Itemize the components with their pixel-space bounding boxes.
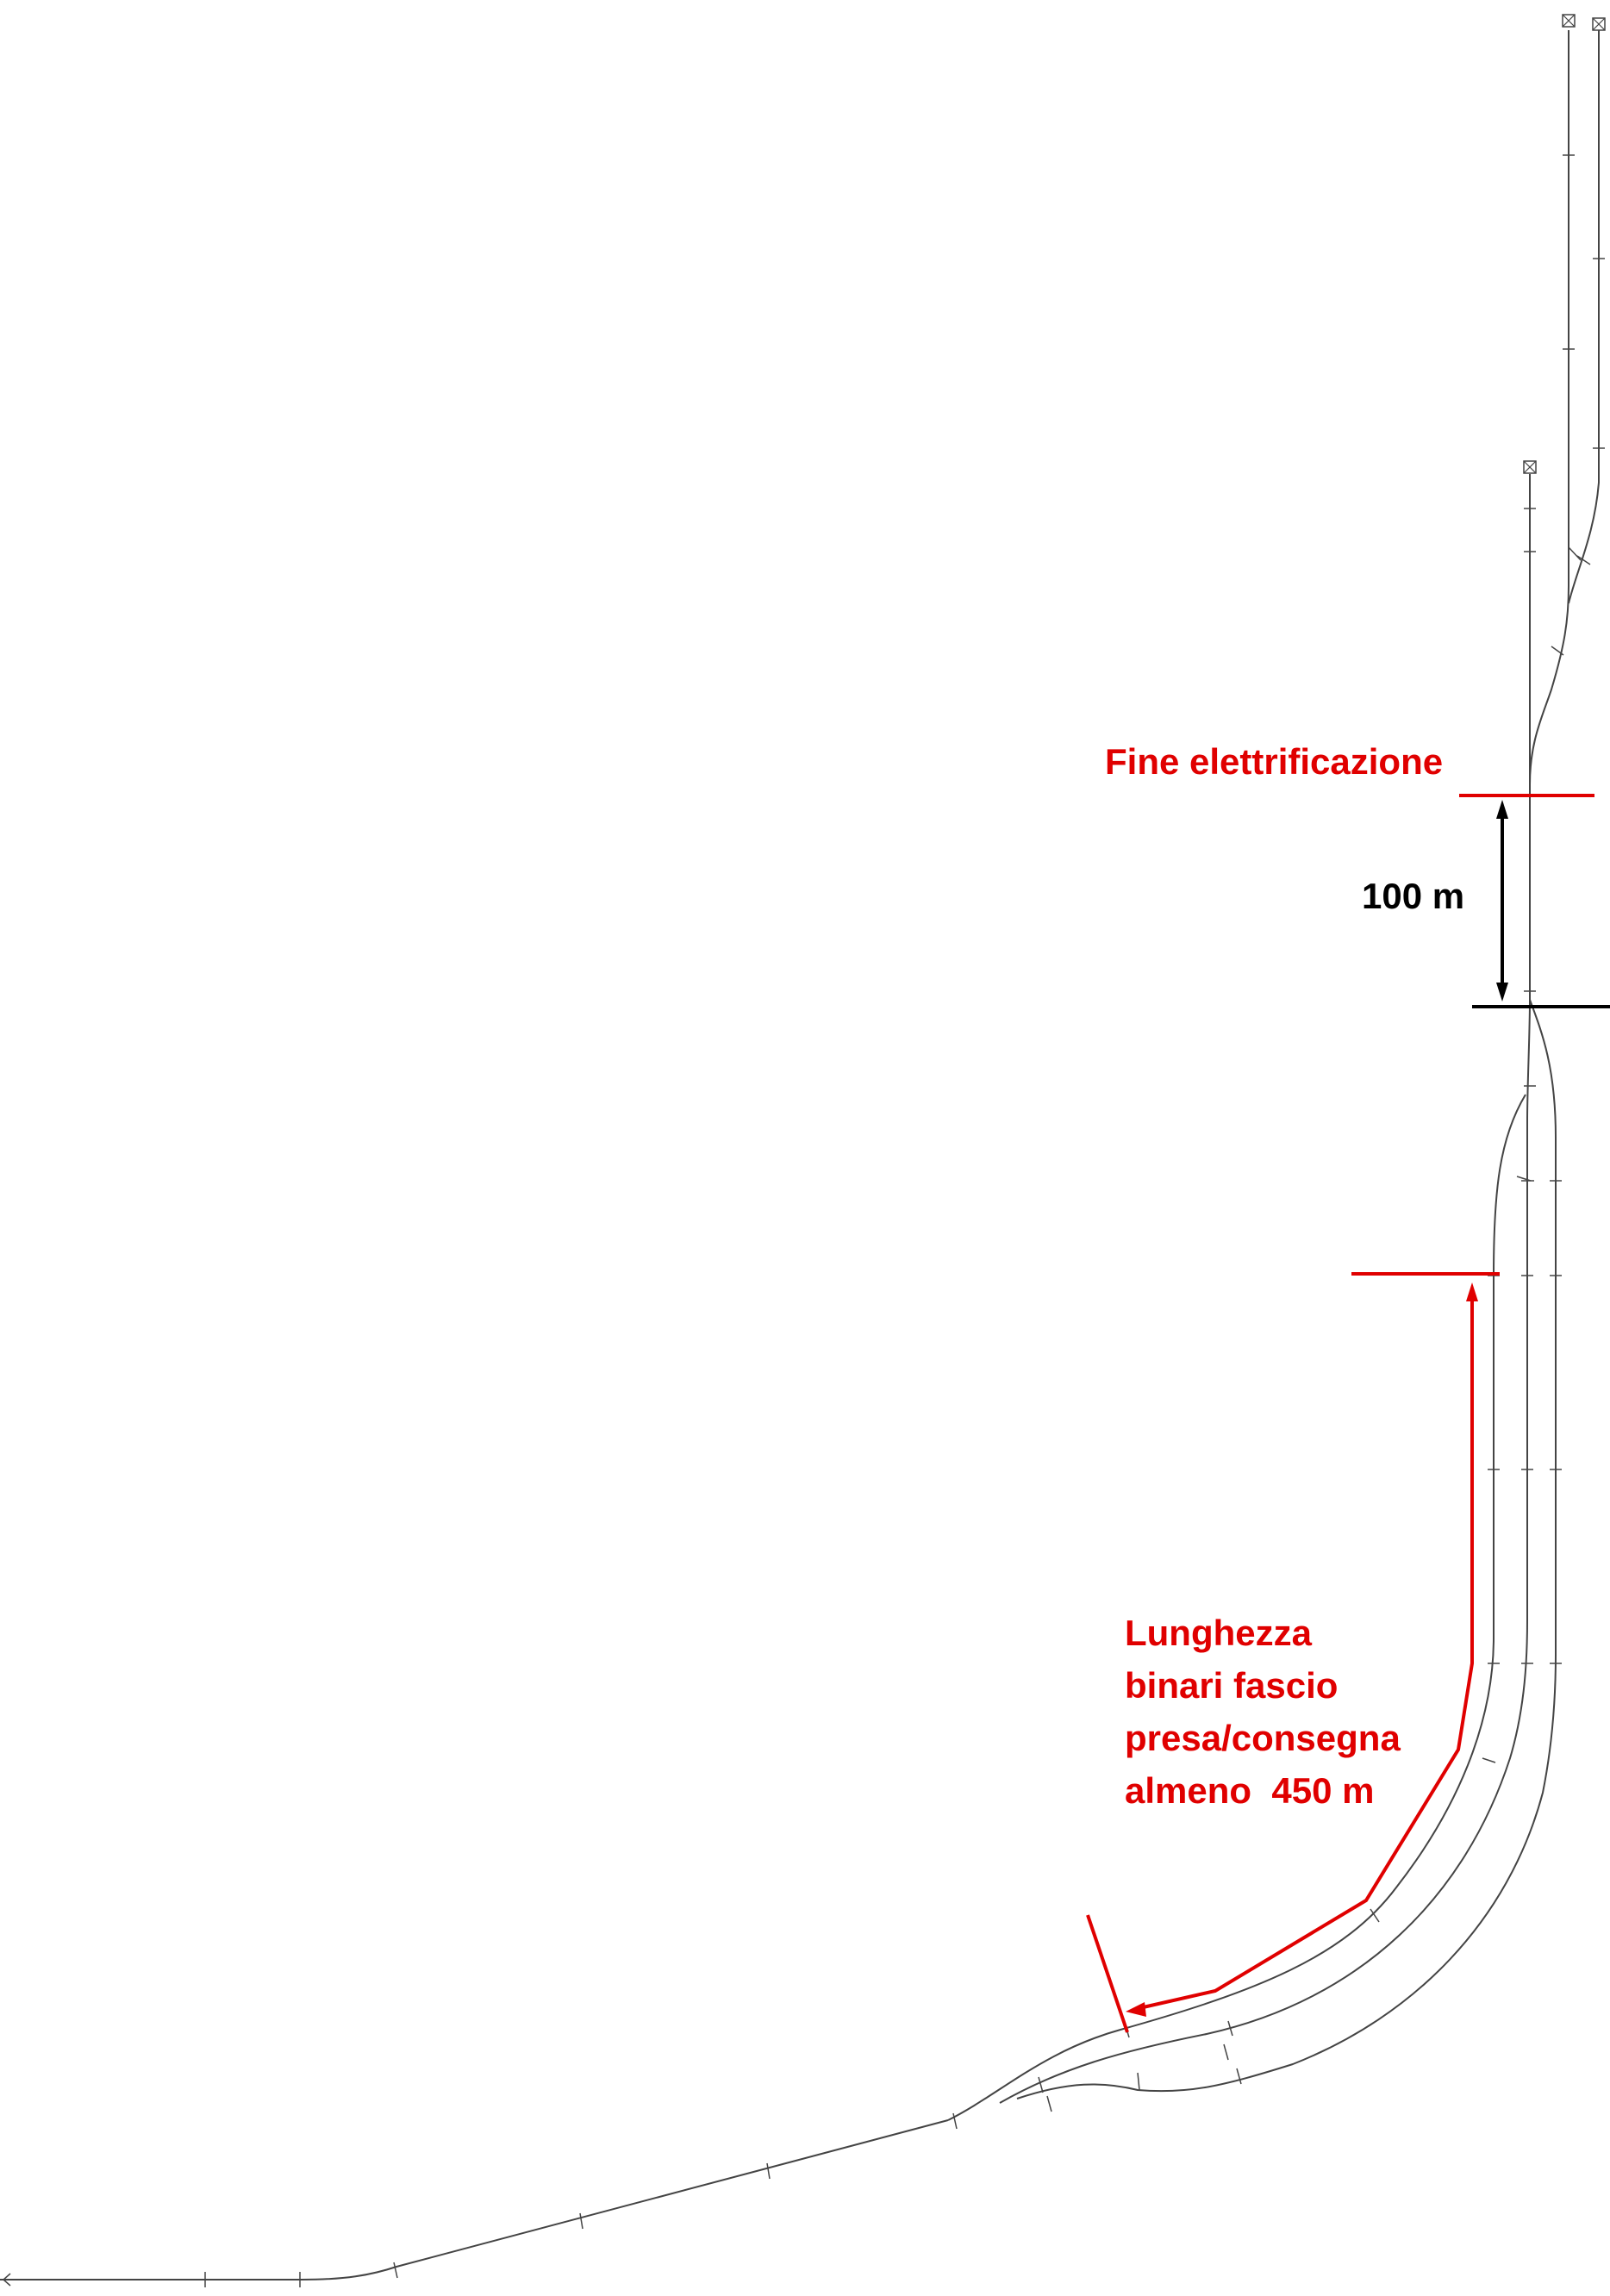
distance-label: 100 m [1362,876,1465,916]
buffer-stop-icon [1523,460,1537,474]
siding-length-line: Lunghezza [1125,1613,1312,1653]
track-ticks [2,154,1605,2287]
buffer-stop-icon [1562,14,1576,28]
siding-track-left [947,1094,1526,2121]
stub-track-right [1568,30,1600,604]
main-line-approach [0,2119,949,2280]
siding-length-arrow [1139,1293,1474,2010]
distance-dimension [1472,800,1610,1008]
siding-length-line: binari fascio [1125,1664,1339,1706]
electrification-end-label: Fine elettrificazione [1105,741,1444,782]
arrow-up-icon [1466,1282,1478,1301]
arrow-up-icon [1496,800,1508,819]
siding-length-line: almeno 450 m [1125,1769,1375,1811]
track-network [0,14,1606,2287]
siding-length-label: Lunghezza binari fascio presa/consegna a… [1125,1607,1401,1818]
arrow-down-icon [1496,983,1508,1001]
arrow-left-icon [1126,2002,1146,2017]
siding-length-dimension [1086,1272,1500,2033]
siding-length-line: presa/consegna [1125,1717,1401,1758]
siding-track-right [1016,999,1557,2099]
siding-track-middle [999,999,1531,2104]
buffer-stop-icon [1592,17,1606,31]
siding-end-marker [1086,1914,1129,2033]
main-line-north [1529,30,1569,1000]
